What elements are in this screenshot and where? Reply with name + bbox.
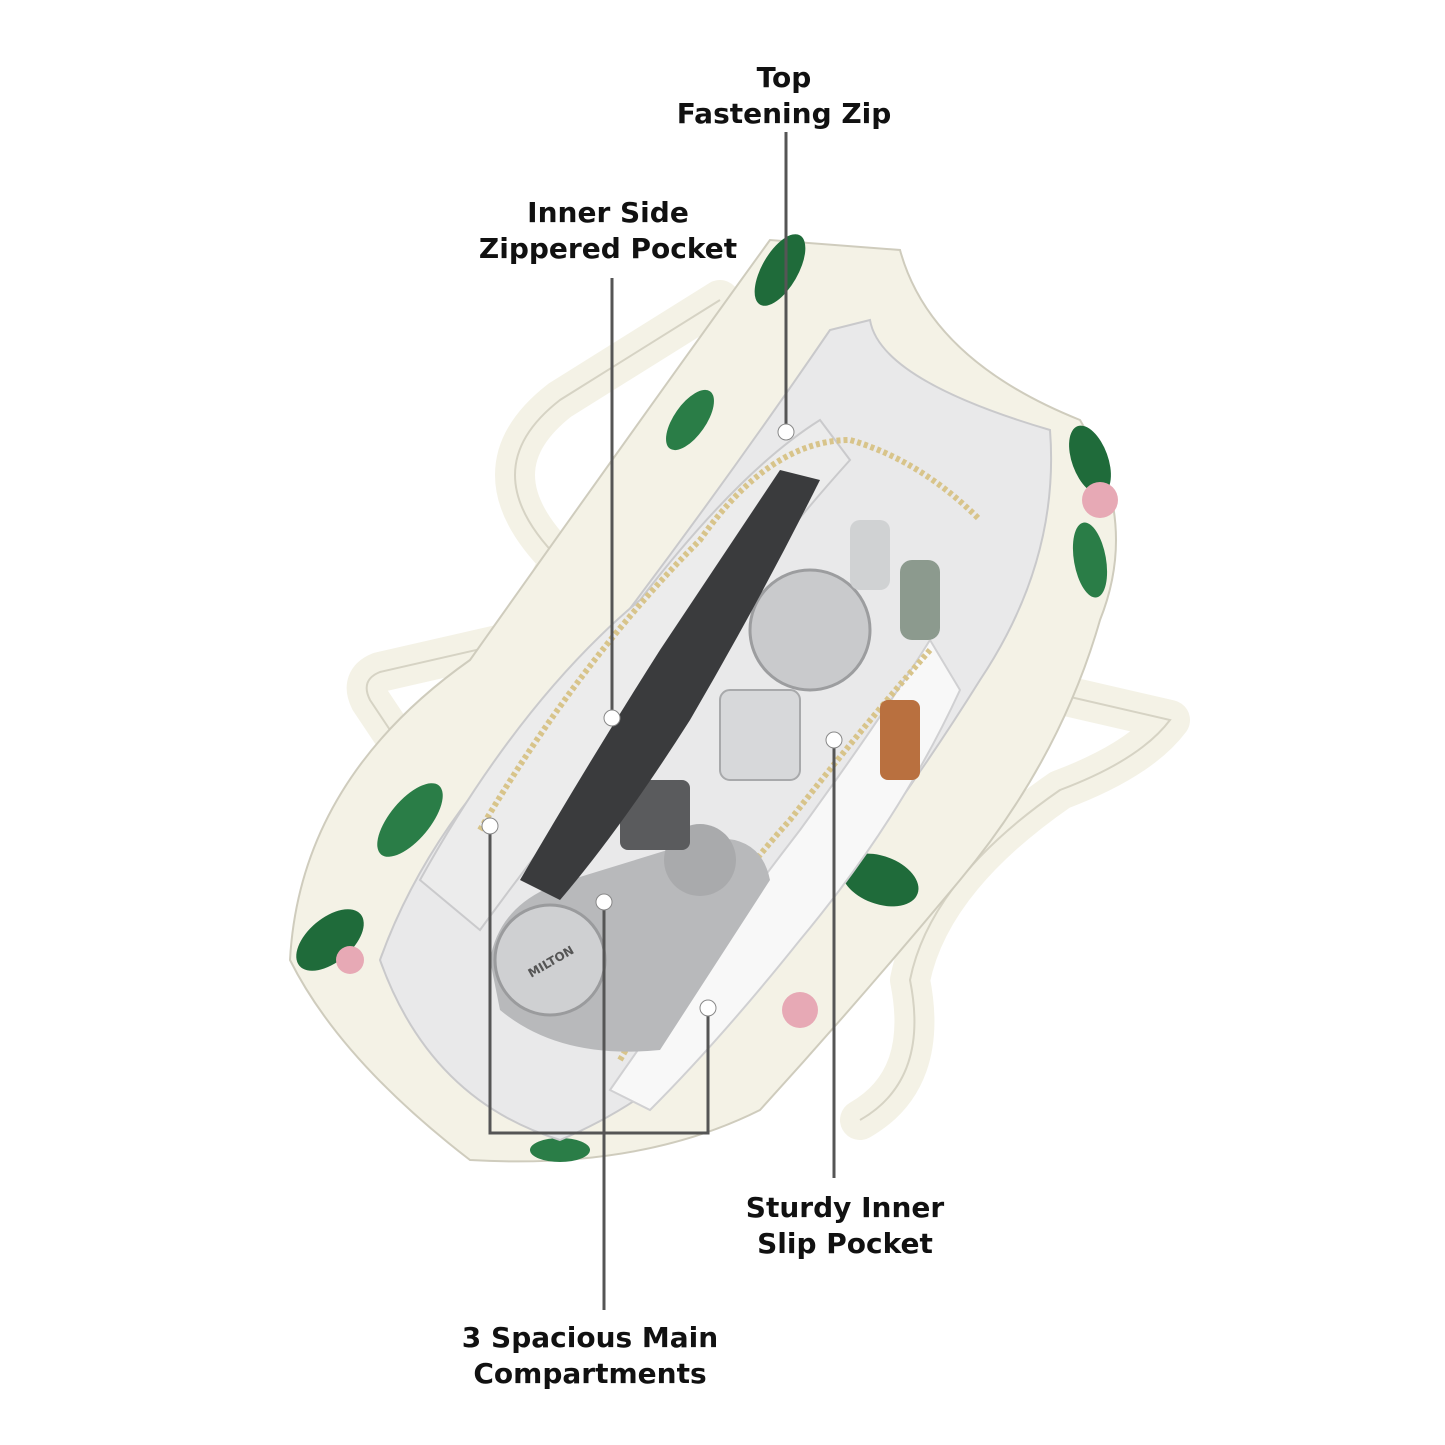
label-line: Slip Pocket	[757, 1227, 933, 1260]
label-line: Zippered Pocket	[478, 232, 738, 265]
label-line: Compartments	[473, 1357, 707, 1390]
callout-dots	[481, 423, 843, 1017]
label-line: Top	[756, 61, 812, 94]
label-3-spacious-main-compartments: 3 Spacious Main Compartments	[462, 1320, 718, 1392]
label-line: Fastening Zip	[676, 97, 892, 130]
left-handle-outline	[365, 299, 721, 761]
dot-compartment-left	[481, 817, 499, 835]
label-top-fastening-zip: Top Fastening Zip	[677, 60, 892, 132]
dot-compartment-right	[699, 999, 717, 1017]
top-zipper	[477, 436, 983, 832]
dot-compartment-center	[595, 893, 613, 911]
notebook	[520, 470, 820, 900]
label-sturdy-inner-slip-pocket: Sturdy Inner Slip Pocket	[746, 1190, 944, 1262]
callout-lines	[488, 132, 836, 1310]
label-inner-side-zippered-pocket: Inner Side Zippered Pocket	[479, 195, 737, 267]
dot-slip-pocket	[825, 731, 843, 749]
label-line: Inner Side	[527, 196, 689, 229]
callout-line-compartment-bracket	[488, 826, 710, 1135]
cosmetic-items	[620, 520, 940, 896]
label-line: 3 Spacious Main	[461, 1321, 719, 1354]
dot-top-zip	[777, 423, 795, 441]
label-line: Sturdy Inner	[745, 1191, 945, 1224]
dot-side-pocket	[603, 709, 621, 727]
